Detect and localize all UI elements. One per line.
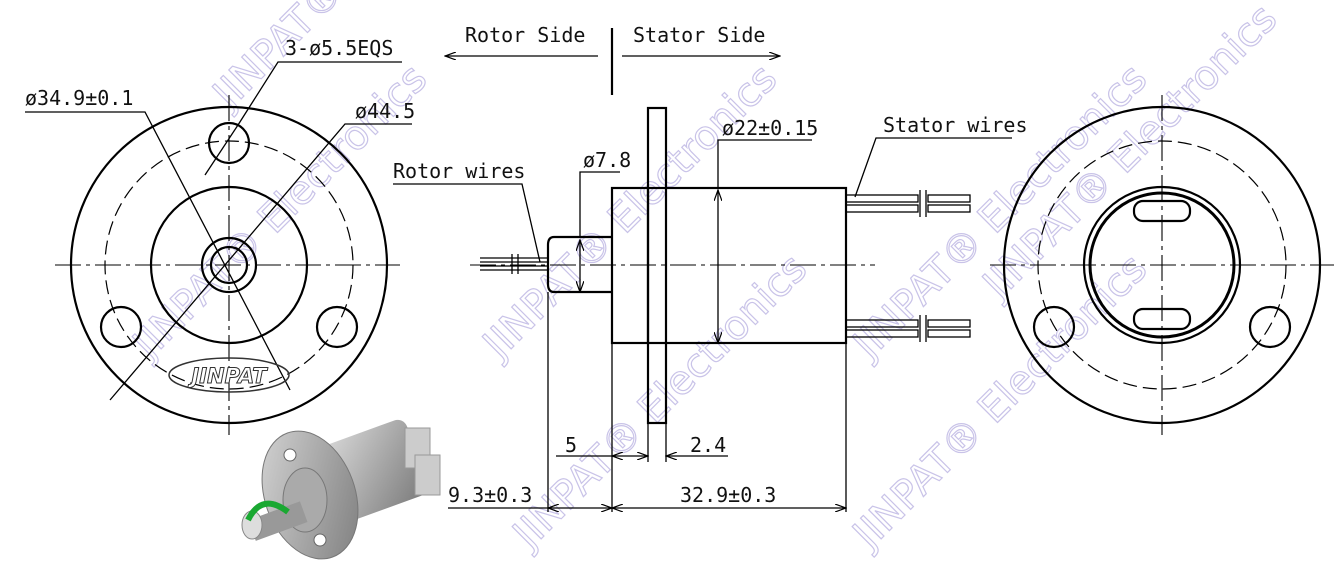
rotation-arrow-icon (245, 500, 290, 522)
mount-hole (315, 305, 359, 349)
svg-text:JINPAT: JINPAT (187, 364, 268, 388)
outer-diameter-label: ø44.5 (355, 99, 415, 123)
side-indicator: Rotor Side Stator Side (445, 23, 780, 95)
stator-wires-label: Stator wires (883, 113, 1028, 137)
dim-body-length: 32.9±0.3 (680, 483, 776, 507)
stator-side-label: Stator Side (633, 23, 765, 47)
product-3d-image (241, 419, 441, 560)
rotor-wires (480, 254, 548, 274)
rotor-wires-label: Rotor wires (393, 159, 525, 183)
stator-wires (845, 190, 971, 342)
shaft (546, 235, 612, 294)
jinpat-logo: JINPAT (168, 357, 290, 393)
dim-shaft-to-flange: 5 (565, 433, 577, 457)
side-view: Rotor wires ø7.8 ø22±0.15 Stator wires 5… (393, 106, 1028, 512)
mount-hole (1248, 305, 1292, 349)
rear-view (990, 95, 1334, 435)
rotor-side-label: Rotor Side (465, 23, 585, 47)
mount-hole (99, 305, 143, 349)
shaft-diameter-label: ø7.8 (583, 148, 631, 172)
holes-label: 3-ø5.5EQS (285, 36, 393, 60)
dim-flange-thickness: 2.4 (690, 433, 726, 457)
front-view: 3-ø5.5EQS ø34.9±0.1 ø44.5 JINPAT (25, 36, 415, 435)
body-diameter-label: ø22±0.15 (722, 116, 818, 140)
bolt-circle-label: ø34.9±0.1 (25, 86, 133, 110)
dim-rotor-length: 9.3±0.3 (448, 483, 532, 507)
mount-hole (207, 121, 251, 165)
mount-hole (1032, 305, 1076, 349)
